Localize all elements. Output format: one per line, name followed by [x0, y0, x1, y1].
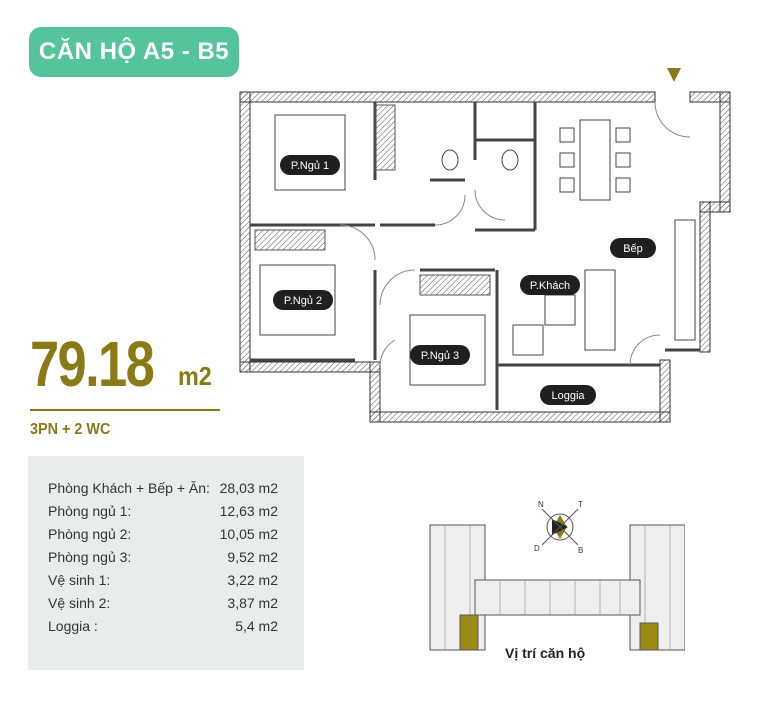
- site-plan: N T D B: [429, 500, 685, 651]
- dining-chair-icons: [559, 127, 631, 193]
- spec-label: Phòng ngủ 2:: [48, 526, 132, 542]
- label-bedroom2: P.Ngủ 2: [273, 290, 333, 310]
- spec-label: Phòng Khách + Bếp + Ăn:: [48, 480, 210, 496]
- label-loggia: Loggia: [540, 385, 596, 405]
- area-value: 79.18: [30, 328, 155, 400]
- label-living-room: P.Khách: [520, 275, 580, 295]
- bed-icon: [274, 114, 346, 191]
- svg-text:P.Ngủ 3: P.Ngủ 3: [421, 350, 459, 362]
- toilet-icon: [441, 149, 459, 171]
- wardrobe: [419, 274, 491, 296]
- svg-text:Bếp: Bếp: [623, 243, 643, 255]
- kitchen-counter-icon: [674, 219, 696, 341]
- label-bedroom1: P.Ngủ 1: [280, 155, 340, 175]
- spec-label: Phòng ngủ 1:: [48, 503, 132, 519]
- spec-value: 12,63 m2: [219, 503, 278, 519]
- coffee-table-icon: [544, 294, 576, 326]
- entrance-arrow-icon: [667, 68, 681, 82]
- outer-walls: [239, 91, 731, 423]
- svg-text:P.Ngủ 1: P.Ngủ 1: [291, 160, 329, 172]
- spec-value: 3,87 m2: [227, 595, 278, 611]
- door-swings: [339, 101, 691, 366]
- armchair-icon: [512, 324, 544, 356]
- unit-highlight-left: [459, 614, 479, 651]
- svg-text:P.Khách: P.Khách: [530, 280, 570, 292]
- unit-highlight-right: [639, 622, 659, 651]
- spec-value: 5,4 m2: [235, 618, 278, 634]
- dining-table-icon: [579, 119, 611, 201]
- spec-label: Vệ sinh 2:: [48, 595, 111, 611]
- area-breakdown-panel: Phòng Khách + Bếp + Ăn: 28,03 m2 Phòng n…: [28, 456, 304, 670]
- spec-label: Vệ sinh 1:: [48, 572, 111, 588]
- compass-d: D: [534, 544, 540, 553]
- room-count: 3PN + 2 WC: [30, 421, 111, 438]
- spec-label: Loggia :: [48, 618, 98, 634]
- site-plan-label: Vị trí căn hộ: [505, 645, 586, 661]
- toilet-icon: [501, 149, 519, 171]
- compass-b: B: [578, 546, 583, 555]
- wardrobe: [254, 229, 326, 251]
- svg-text:P.Ngủ 2: P.Ngủ 2: [284, 295, 322, 307]
- label-bedroom3: P.Ngủ 3: [410, 345, 470, 365]
- sofa-icon: [584, 269, 616, 351]
- floor-plan: P.Ngủ 1 P.Ngủ 2 P.Ngủ 3 P.Khách Bếp Logg…: [239, 68, 731, 423]
- svg-text:Loggia: Loggia: [551, 390, 585, 402]
- compass-t: T: [578, 500, 583, 509]
- area-unit: m2: [178, 361, 212, 391]
- divider-line: [30, 409, 220, 411]
- apartment-title: CĂN HỘ A5 - B5: [38, 38, 230, 65]
- spec-value: 28,03 m2: [219, 480, 278, 496]
- label-kitchen: Bếp: [610, 238, 656, 258]
- apartment-title-badge: CĂN HỘ A5 - B5: [29, 27, 239, 77]
- spec-value: 10,05 m2: [219, 526, 278, 542]
- compass-icon: N T D B: [534, 500, 583, 555]
- spec-value: 9,52 m2: [227, 549, 278, 565]
- spec-label: Phòng ngủ 3:: [48, 549, 132, 565]
- compass-n: N: [538, 500, 544, 509]
- spec-value: 3,22 m2: [227, 572, 278, 588]
- wardrobe: [374, 104, 396, 171]
- area-summary: 79.18 m2: [30, 327, 212, 401]
